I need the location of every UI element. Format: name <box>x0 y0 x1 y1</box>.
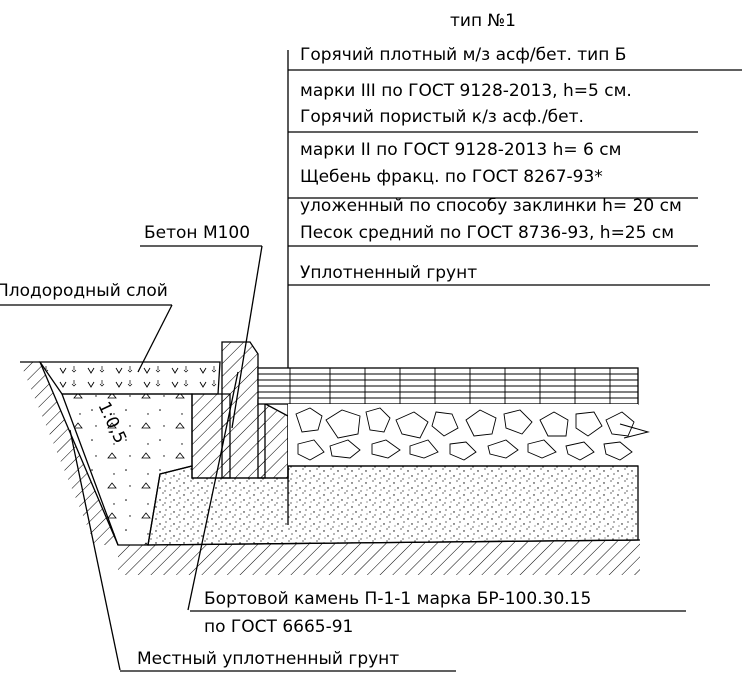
layer-text: марки II по ГОСТ 9128-2013 h= 6 см <box>300 140 621 160</box>
layer-text: Щебень фракц. по ГОСТ 8267-93* <box>300 167 603 187</box>
layer-text: Песок средний по ГОСТ 8736-93, h=25 см <box>300 223 674 243</box>
fertile-leader <box>137 304 173 373</box>
ground-left-hatch <box>20 362 118 545</box>
layer-text: Горячий плотный м/з асф/бет. тип Б <box>300 45 626 65</box>
concrete-label: Бетон М100 <box>144 223 250 243</box>
curb-label-gost: по ГОСТ 6665-91 <box>204 617 353 637</box>
fertile-soil-layer <box>38 361 221 395</box>
ground-bottom-hatch <box>118 540 640 575</box>
trench-slope <box>39 361 119 546</box>
layer-text: Уплотненный грунт <box>300 263 477 283</box>
sand-layer <box>147 465 639 546</box>
layer-text: уложенный по способу заклинки h= 20 см <box>300 196 682 216</box>
local-soil-label: Местный уплотненный грунт <box>137 649 399 669</box>
layer-text: марки III по ГОСТ 9128-2013, h=5 см. <box>300 81 632 101</box>
layer-text: Горячий пористый к/з асф./бет. <box>300 107 584 127</box>
local-soil-leader <box>69 429 121 671</box>
fertile-layer-label: Плодородный слой <box>0 281 168 301</box>
crushed-stone-layer <box>288 404 650 466</box>
curb-haunch <box>257 398 289 479</box>
section-title: тип №1 <box>450 11 516 31</box>
asphalt-lines <box>258 368 638 404</box>
curb-leader <box>187 371 239 611</box>
curb-label: Бортовой камень П-1-1 марка БР-100.30.15 <box>204 589 591 609</box>
